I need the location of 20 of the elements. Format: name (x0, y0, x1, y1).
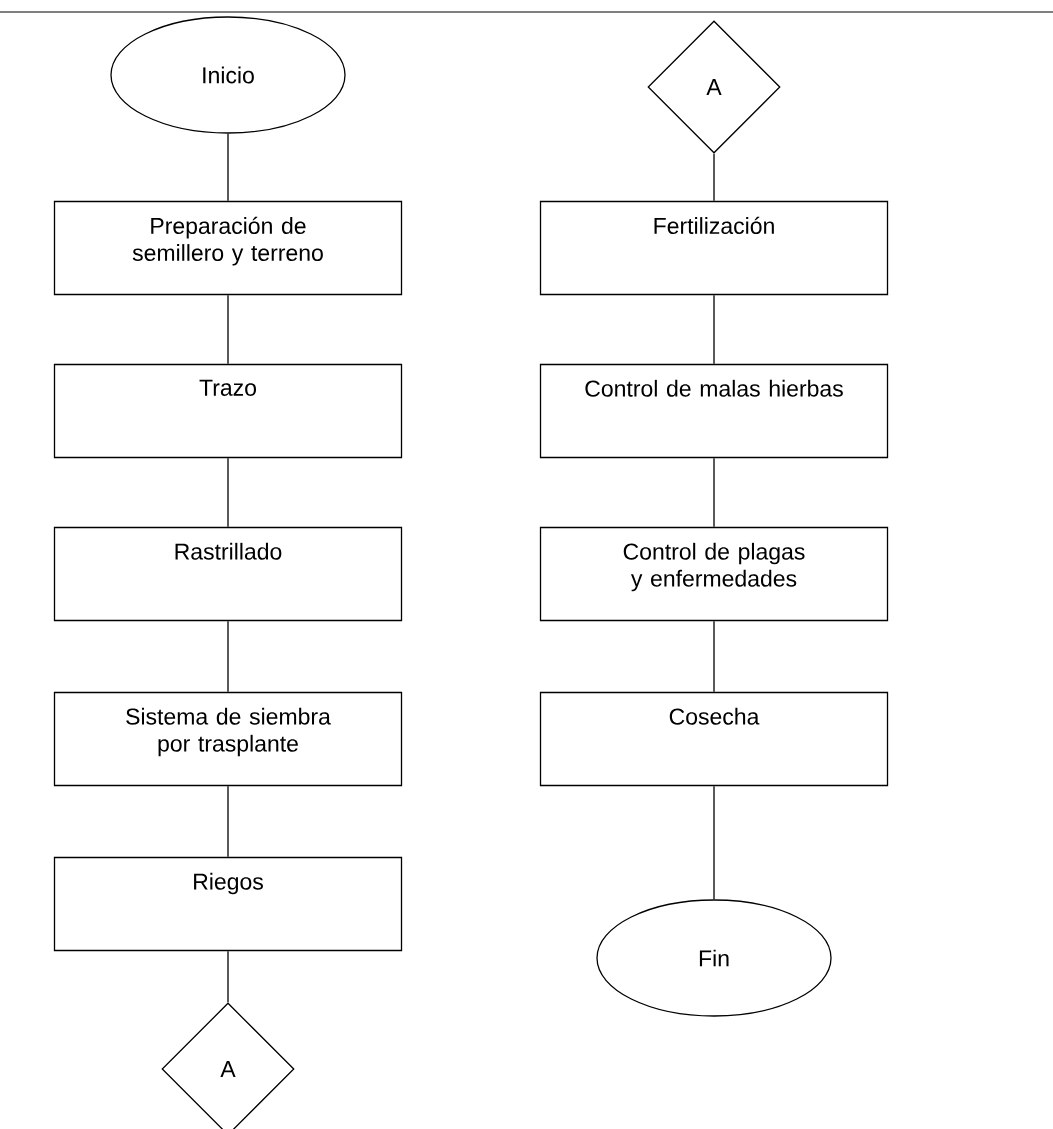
connector-line (227, 133, 229, 202)
process-box: Trazo (53, 363, 403, 459)
connector-line (713, 457, 715, 528)
connector-line (227, 294, 229, 365)
connector-line (227, 785, 229, 858)
connector-line (227, 950, 229, 1003)
connector-line (713, 294, 715, 365)
connector-line (227, 620, 229, 693)
process-box: Sistema de siembra por trasplante (53, 691, 403, 787)
connector-line (713, 785, 715, 900)
connector-line (713, 620, 715, 693)
process-box: Rastrillado (53, 526, 403, 622)
process-box: Riegos (53, 856, 403, 952)
process-box: Preparación de semillero y terreno (53, 200, 403, 296)
process-box: Control de plagas y enfermedades (539, 526, 889, 622)
process-box: Control de malas hierbas (539, 363, 889, 459)
process-box: Fertilización (539, 200, 889, 296)
connector-line (227, 457, 229, 528)
process-box: Cosecha (539, 691, 889, 787)
connector-line (713, 153, 715, 202)
